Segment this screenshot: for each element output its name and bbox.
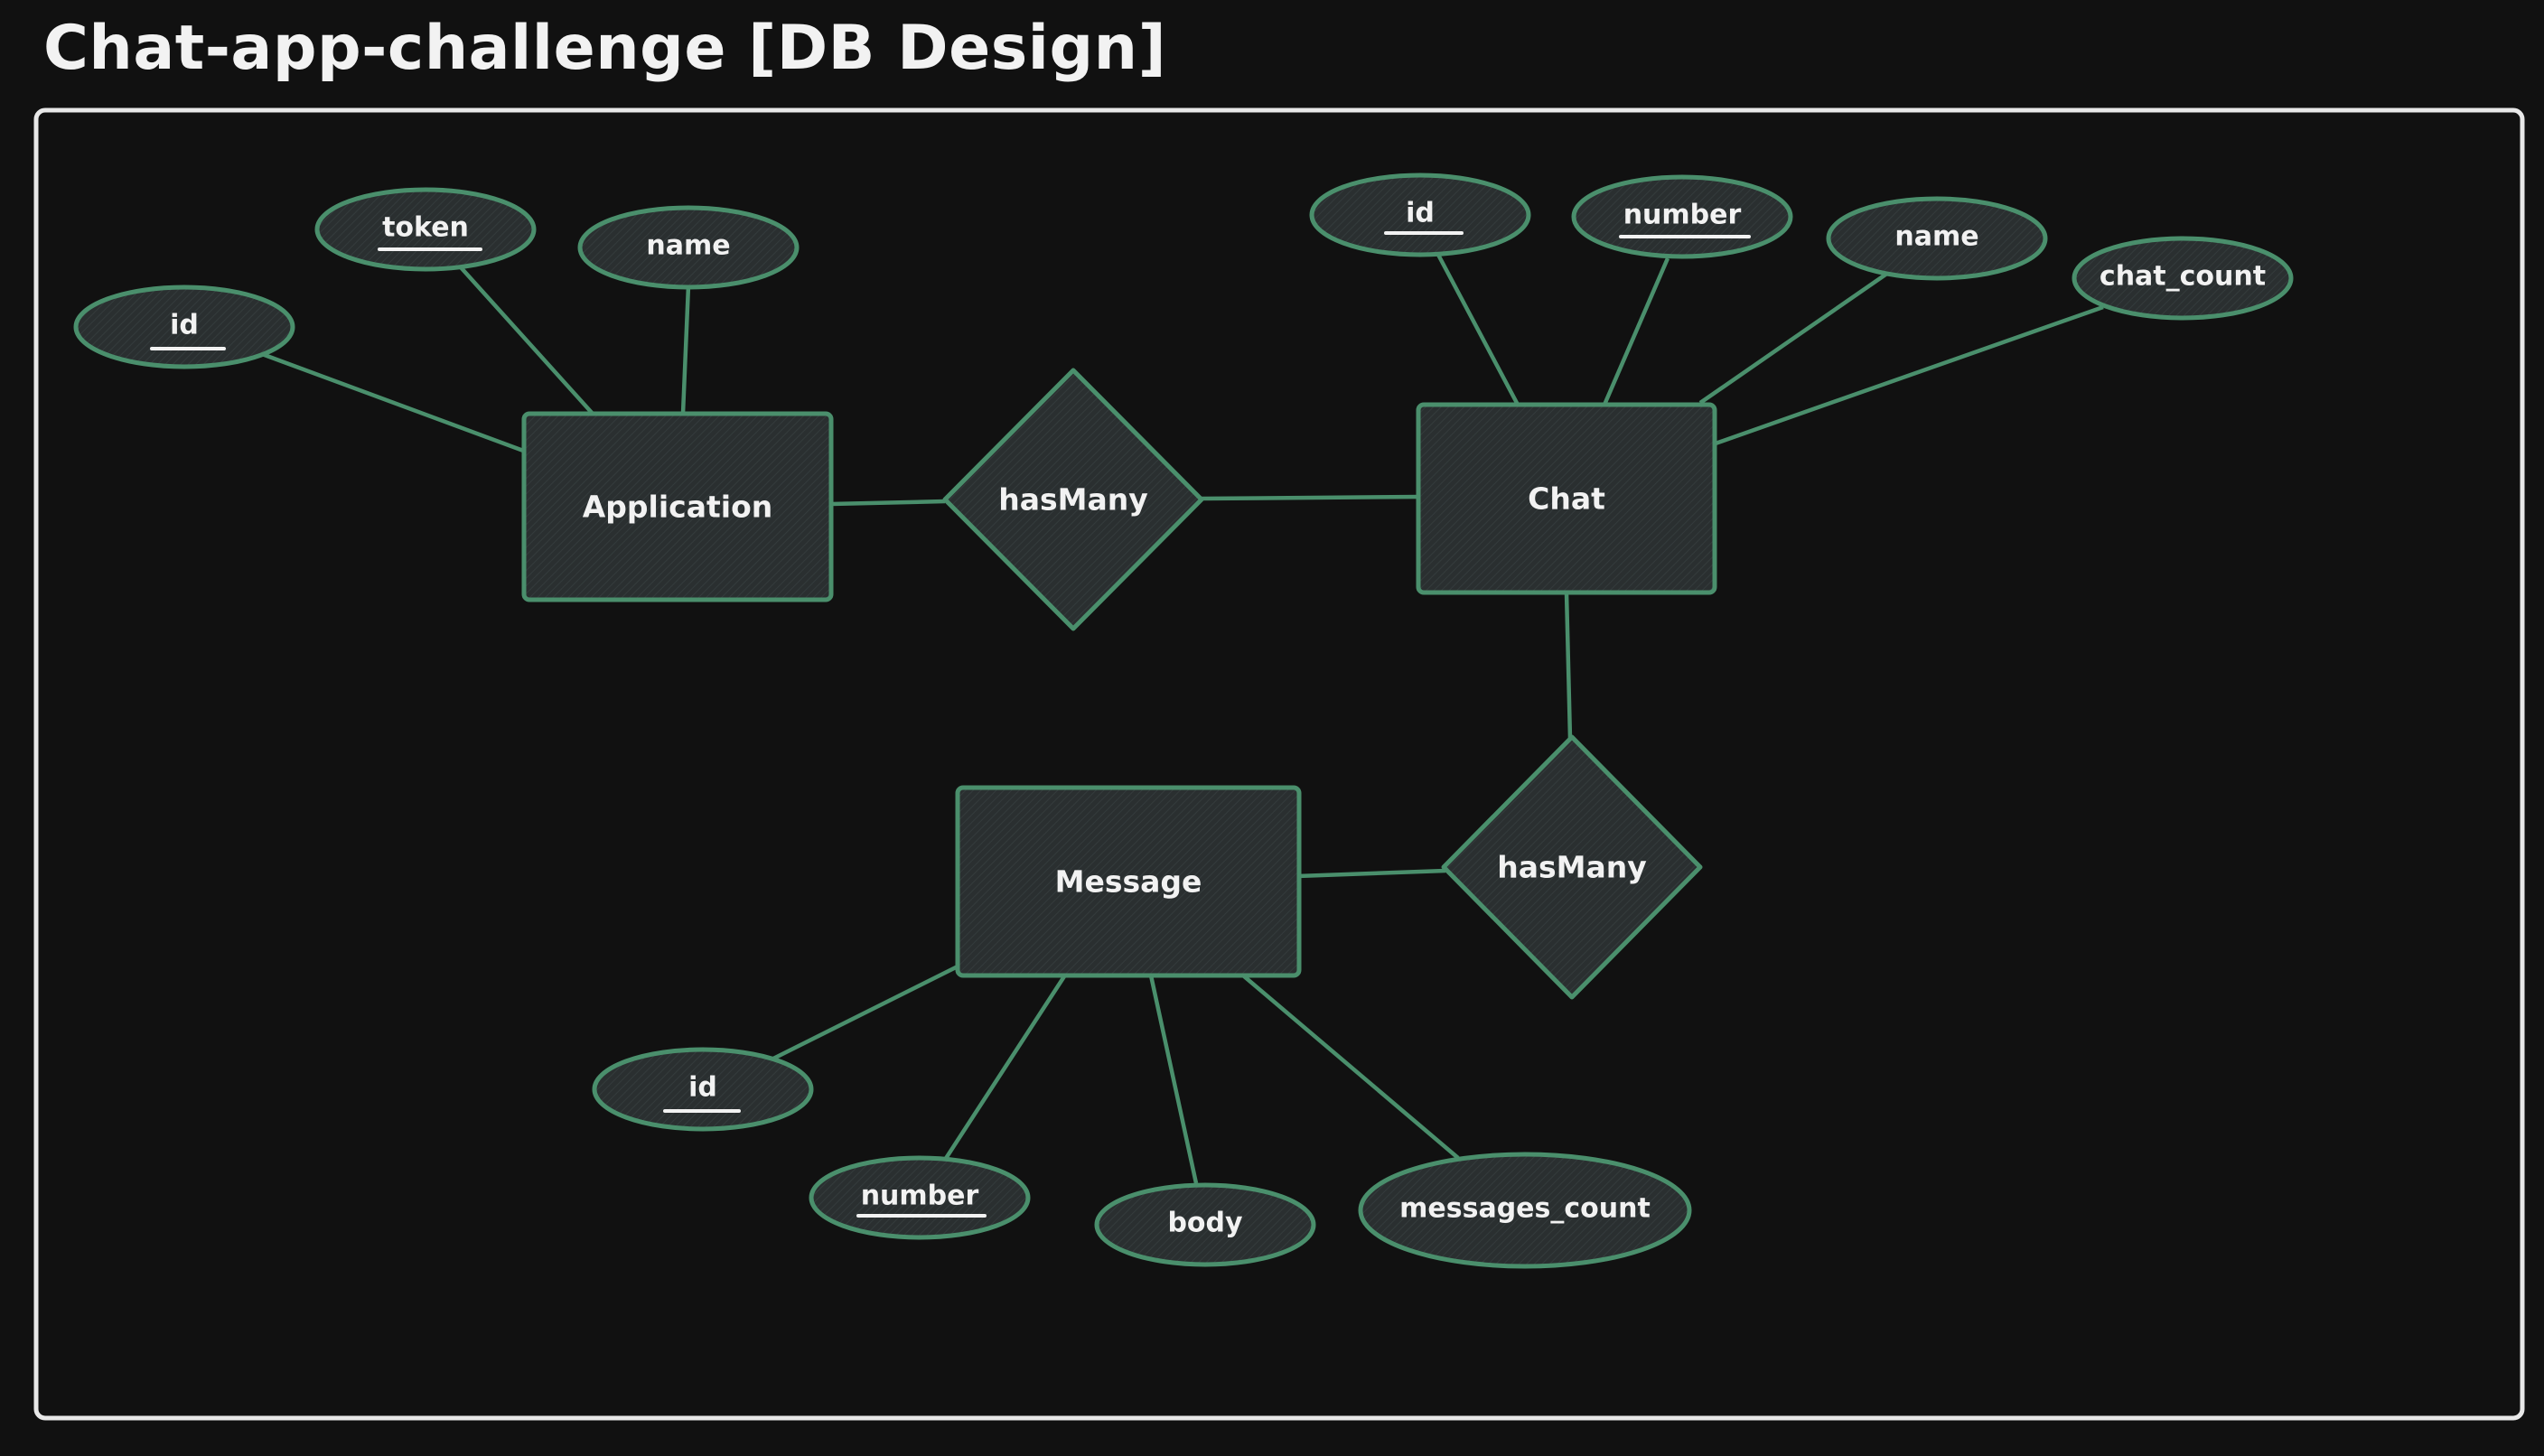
attribute-ellipse: [592, 1047, 814, 1132]
edge-hasmany-message: [1296, 868, 1446, 879]
edge-message-number: [943, 972, 1068, 1162]
entity-chat[interactable]: Chat: [1416, 402, 1717, 595]
connectors: [261, 253, 2104, 1184]
entity-label: Application: [583, 490, 773, 525]
entity-application[interactable]: Application: [521, 411, 834, 602]
attribute-ellipse: [1826, 196, 2048, 281]
attribute-message-body[interactable]: body: [1094, 1182, 1316, 1267]
relationship-chat-message[interactable]: hasMany: [1441, 734, 1703, 1000]
entity-box: [955, 785, 1302, 978]
edge-application-id: [261, 351, 527, 454]
relationship-label: hasMany: [998, 482, 1148, 518]
attribute-label: body: [1167, 1208, 1243, 1239]
attribute-chat-count[interactable]: chat_count: [2072, 236, 2294, 321]
edge-chat-hasmany: [1564, 592, 1573, 740]
entity-label: Chat: [1528, 481, 1605, 517]
edge-chat-number: [1602, 257, 1670, 406]
attribute-label: id: [688, 1072, 717, 1104]
attribute-label: chat_count: [2100, 261, 2266, 293]
attribute-label: name: [1894, 221, 1978, 253]
edge-chat-name: [1698, 271, 1890, 405]
attribute-chat-id[interactable]: id: [1309, 173, 1531, 257]
relationship-diamond: [942, 368, 1204, 631]
attribute-message-id[interactable]: id: [592, 1047, 814, 1132]
entity-box: [521, 411, 834, 602]
relationship-diamond: [1441, 734, 1703, 1000]
attribute-ellipse: [577, 205, 800, 290]
edge-application-hasmany: [830, 499, 946, 507]
attribute-message-messages-count[interactable]: messages_count: [1358, 1152, 1692, 1269]
attribute-application-id[interactable]: id: [73, 285, 295, 369]
edge-application-token: [459, 266, 594, 415]
attribute-ellipse: [1309, 173, 1531, 257]
relationship-label: hasMany: [1497, 850, 1647, 885]
attribute-ellipse: [1094, 1182, 1316, 1267]
attribute-ellipse: [1358, 1152, 1692, 1269]
edge-chat-chatcount: [1712, 304, 2104, 447]
attribute-label: messages_count: [1399, 1193, 1651, 1225]
edge-message-id: [764, 964, 959, 1065]
attribute-chat-number[interactable]: number: [1571, 174, 1793, 259]
edge-chat-id: [1436, 253, 1520, 406]
attribute-ellipse: [73, 285, 295, 369]
entity-label: Message: [1055, 864, 1202, 900]
edge-message-messagescount: [1241, 974, 1460, 1160]
edge-hasmany-chat: [1201, 494, 1421, 501]
edge-application-name: [680, 285, 691, 415]
attribute-label: id: [170, 310, 199, 341]
attribute-message-number[interactable]: number: [809, 1155, 1031, 1240]
attribute-label: number: [861, 1181, 979, 1212]
attribute-chat-name[interactable]: name: [1826, 196, 2048, 281]
attribute-label: token: [382, 212, 469, 244]
edge-message-body: [1148, 975, 1199, 1184]
diagram-frame: [33, 107, 2525, 1421]
attribute-label: number: [1623, 200, 1742, 231]
attribute-application-token[interactable]: token: [314, 187, 537, 272]
attribute-label: name: [646, 230, 730, 262]
attribute-application-name[interactable]: name: [577, 205, 800, 290]
entity-message[interactable]: Message: [955, 785, 1302, 978]
relationship-application-chat[interactable]: hasMany: [942, 368, 1204, 631]
page-title: Chat-app-challenge [DB Design]: [43, 13, 1167, 84]
entity-box: [1416, 402, 1717, 595]
attribute-label: id: [1406, 198, 1435, 229]
attribute-ellipse: [2072, 236, 2294, 321]
